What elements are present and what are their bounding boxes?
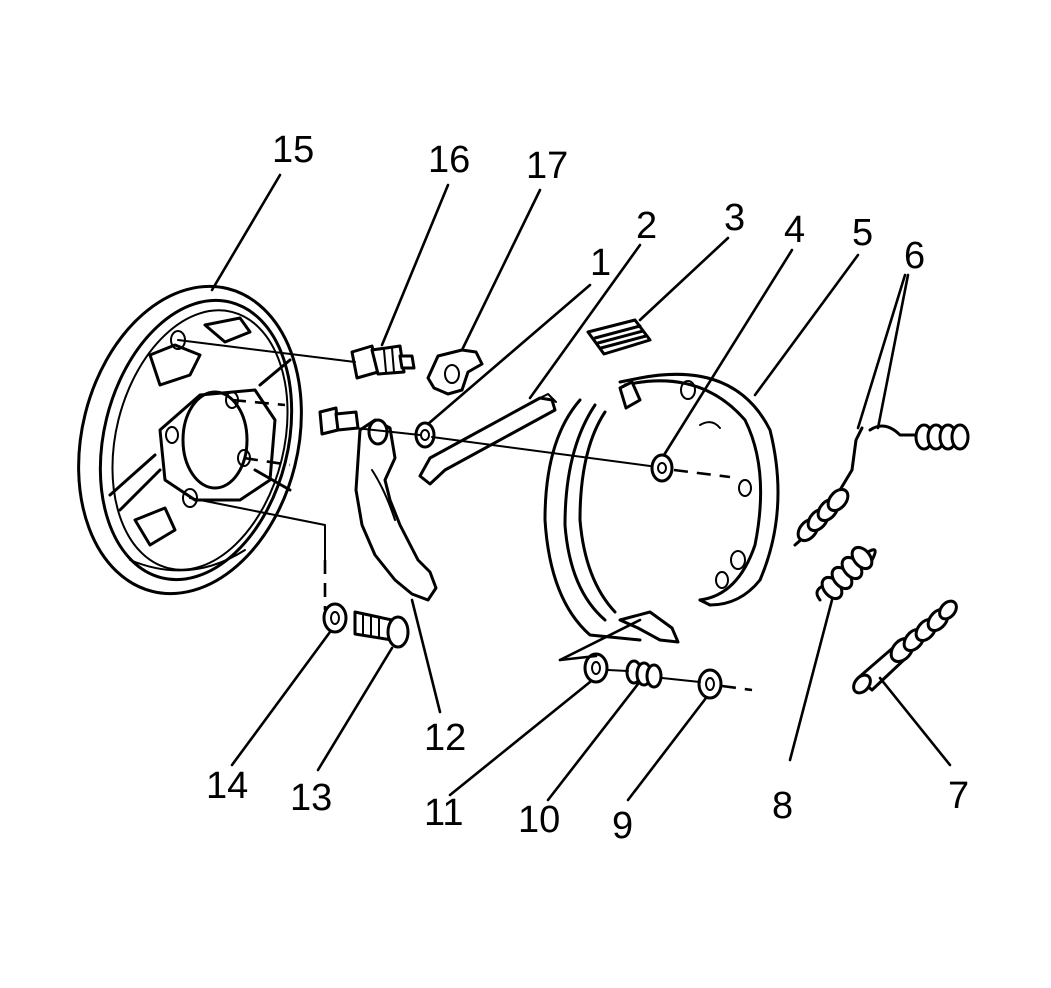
callout-4: 4 — [784, 209, 805, 251]
hold-down-pin — [318, 406, 360, 436]
part-11-washer — [583, 652, 609, 684]
part-3-adjuster — [586, 318, 652, 356]
part-7-adjuster-screw — [852, 599, 958, 695]
callout-2: 2 — [636, 205, 657, 247]
alignment-lines — [177, 339, 753, 692]
callout-labels: 15 16 17 1 2 3 4 5 6 7 8 9 10 11 12 13 1… — [206, 129, 969, 847]
part-14-washer — [322, 602, 348, 634]
callout-10: 10 — [518, 799, 560, 841]
part-13-bolt — [353, 610, 410, 649]
part-16-fitting — [350, 344, 416, 380]
part-6-springs — [793, 423, 970, 547]
callout-13: 13 — [290, 777, 332, 819]
part-15-backing-plate — [77, 284, 303, 596]
callout-5: 5 — [852, 212, 873, 254]
callout-17: 17 — [526, 145, 568, 187]
part-8-spring — [815, 545, 877, 602]
part-2-lever — [418, 393, 557, 486]
callout-3: 3 — [724, 197, 745, 239]
part-17-clip — [426, 348, 484, 396]
callout-11: 11 — [424, 792, 463, 834]
part-10-spring — [625, 659, 663, 689]
callout-9: 9 — [612, 805, 633, 847]
callout-7: 7 — [948, 775, 969, 817]
callout-15: 15 — [272, 129, 314, 171]
part-5-rear-shoe — [543, 372, 780, 644]
part-9-retainer — [697, 668, 723, 700]
part-12-front-shoe — [354, 418, 438, 602]
callout-12: 12 — [424, 717, 466, 759]
callout-8: 8 — [772, 785, 793, 827]
leader-lines — [210, 173, 952, 802]
callout-1: 1 — [590, 242, 611, 284]
part-4-washer — [650, 453, 674, 483]
callout-16: 16 — [428, 139, 470, 181]
callout-6: 6 — [904, 235, 925, 277]
callout-14: 14 — [206, 765, 248, 807]
